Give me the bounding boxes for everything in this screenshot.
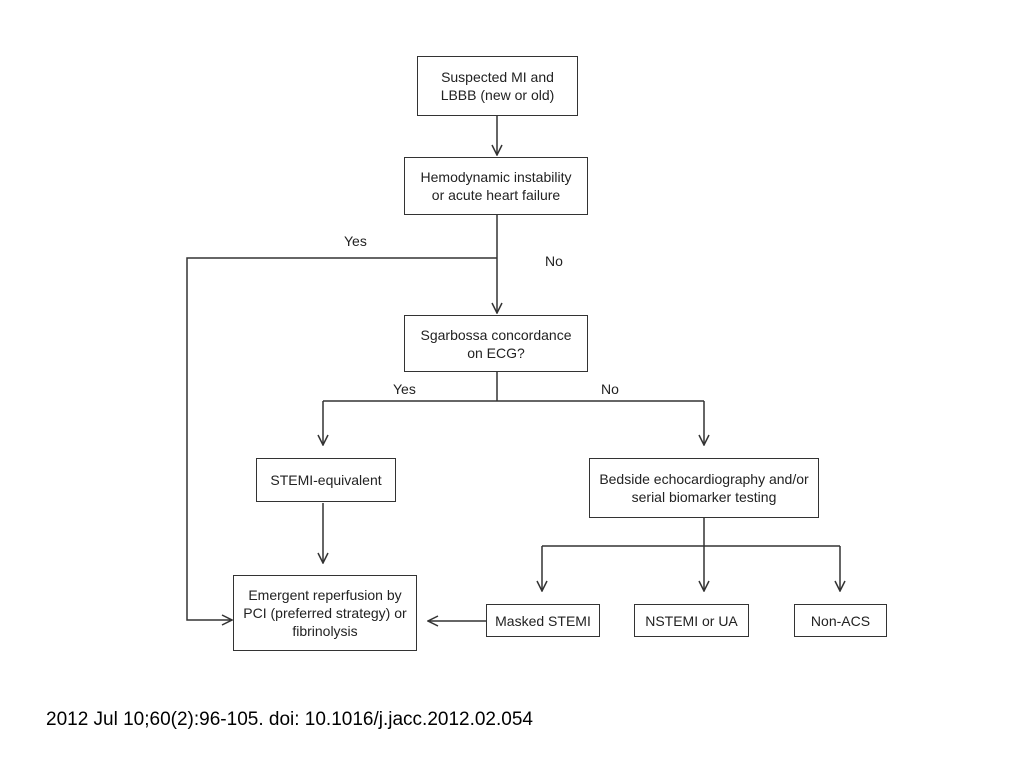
node-non-acs-line1: Non-ACS <box>810 612 871 629</box>
citation-text: 2012 Jul 10;60(2):96-105. doi: 10.1016/j… <box>46 709 533 730</box>
node-suspected-mi: Suspected MI and LBBB (new or old) <box>417 56 578 116</box>
node-nstemi: NSTEMI or UA <box>634 604 749 637</box>
node-suspected-mi-line2: LBBB (new or old) <box>440 87 555 103</box>
node-reperfusion-line2: PCI (preferred strategy) or <box>243 605 407 621</box>
node-reperfusion: Emergent reperfusion by PCI (preferred s… <box>233 575 417 651</box>
node-nstemi-line1: NSTEMI or UA <box>645 612 738 629</box>
edge-label-sgarbossa-yes: Yes <box>393 381 416 397</box>
node-hemodynamic-line1: Hemodynamic instability <box>420 169 572 185</box>
node-stemi-equivalent-line1: STEMI-equivalent <box>270 472 382 488</box>
node-masked-stemi: Masked STEMI <box>486 604 600 637</box>
edge-label-sgarbossa-no: No <box>601 381 619 397</box>
node-sgarbossa: Sgarbossa concordance on ECG? <box>404 315 588 372</box>
edge-label-hemo-no: No <box>545 253 563 269</box>
node-sgarbossa-line1: Sgarbossa concordance <box>420 326 572 343</box>
node-non-acs: Non-ACS <box>794 604 887 637</box>
node-suspected-mi-line1: Suspected MI and <box>441 69 554 85</box>
node-reperfusion-line1: Emergent reperfusion by <box>248 587 402 603</box>
node-bedside-line1: Bedside echocardiography and/or <box>599 471 809 487</box>
node-reperfusion-line3: fibrinolysis <box>292 623 358 639</box>
node-hemodynamic: Hemodynamic instability or acute heart f… <box>404 157 588 215</box>
node-stemi-equivalent: STEMI-equivalent <box>256 458 396 502</box>
node-hemodynamic-line2: or acute heart failure <box>431 187 561 203</box>
node-bedside-line2: serial biomarker testing <box>631 489 777 505</box>
arrow-hemodynamic-yes-to-reperfusion <box>186 257 497 620</box>
node-masked-stemi-line1: Masked STEMI <box>495 612 591 629</box>
node-sgarbossa-line2: on ECG? <box>467 344 525 361</box>
edge-label-hemo-yes: Yes <box>344 233 367 249</box>
node-bedside: Bedside echocardiography and/or serial b… <box>589 458 819 518</box>
